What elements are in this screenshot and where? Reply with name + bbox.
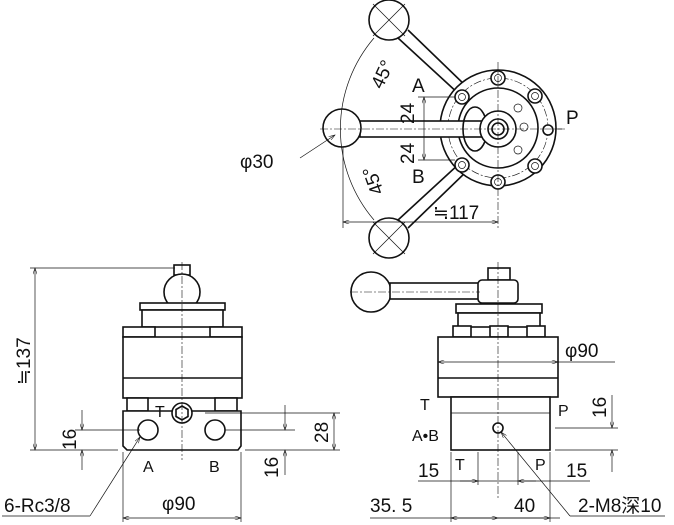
angle-upper: 45° — [367, 57, 398, 92]
port-b — [204, 419, 226, 441]
label-port-b: B — [412, 167, 425, 188]
dim-40: 40 — [514, 496, 535, 517]
offset-lower: 24 — [398, 142, 419, 164]
offset-upper: 24 — [398, 102, 419, 124]
total-height: ≒137 — [14, 337, 35, 385]
handle-upper — [368, 0, 469, 96]
dim-15-right: 15 — [566, 461, 587, 482]
label-port-p-bottom: P — [535, 457, 546, 474]
valve-body — [122, 336, 243, 399]
dim-28: 28 — [312, 422, 333, 443]
ball-diameter: φ30 — [240, 152, 273, 173]
label-port-a: A — [143, 459, 154, 476]
port-a — [137, 419, 159, 441]
label-port-p: P — [566, 108, 579, 129]
label-port-t: T — [420, 397, 430, 414]
body-diameter: φ90 — [162, 494, 195, 515]
dim-16-right: 16 — [262, 457, 283, 478]
handle-lower — [368, 162, 469, 259]
dim-16-left: 16 — [60, 429, 81, 450]
handle-ball[interactable] — [322, 108, 362, 148]
ports-note: 6-Rc3/8 — [4, 496, 71, 517]
label-port-a: A — [412, 76, 425, 97]
label-port-b: B — [209, 459, 220, 476]
side-view: φ90 T P A•B 16 15 T P 15 35. 5 40 2-M8深1… — [350, 262, 665, 522]
dim-35-5: 35. 5 — [370, 496, 412, 517]
front-view: ≒137 T A B 16 16 28 6-Rc3/8 φ90 — [2, 262, 340, 522]
dim-15-left: 15 — [418, 461, 439, 482]
label-port-p: P — [558, 403, 569, 420]
angle-lower: 45° — [359, 163, 389, 197]
label-port-t-bottom: T — [455, 457, 465, 474]
handle-length: ≒117 — [433, 203, 479, 224]
dim-16: 16 — [590, 397, 611, 418]
label-port-ab: A•B — [412, 428, 439, 445]
body-diameter: φ90 — [565, 341, 598, 362]
label-port-t: T — [155, 404, 165, 421]
tap-note: 2-M8深10 — [578, 495, 661, 517]
top-view: A B P 45° 45° 24 24 φ30 ≒117 — [240, 0, 579, 259]
handle-bar[interactable] — [389, 282, 483, 300]
